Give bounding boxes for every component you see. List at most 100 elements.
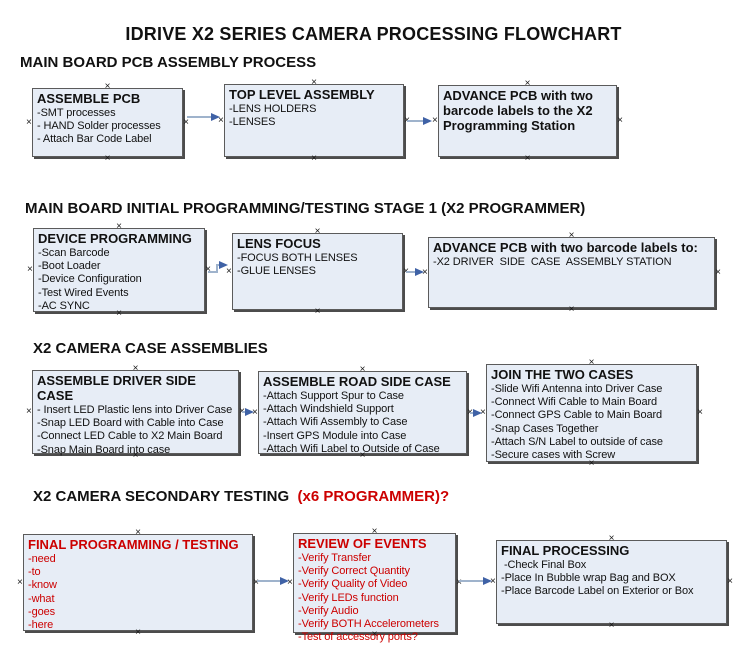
x-cross-icon [372, 630, 378, 640]
box-lens-focus: LENS FOCUS -FOCUS BOTH LENSES-GLUE LENSE… [232, 233, 403, 310]
box-advance-pcb-driver-side-station: ADVANCE PCB with two barcode labels to: … [428, 237, 715, 308]
x-cross-icon [239, 407, 245, 417]
x-cross-icon [480, 408, 486, 418]
x-cross-icon [287, 578, 293, 588]
box-title: ASSEMBLE ROAD SIDE CASE [263, 374, 451, 389]
box-line: -Verify BOTH Accelerometers [298, 618, 439, 631]
box-title: ASSEMBLE DRIVER SIDE CASE [37, 373, 196, 403]
box-line: -to [28, 566, 41, 579]
x-cross-icon [609, 534, 615, 544]
box-line: -here [28, 619, 54, 632]
box-line: -Attach Wifi Label to Outside of Case [263, 442, 440, 455]
box-title: FINAL PROGRAMMING / TESTING [28, 537, 239, 552]
x-cross-icon [422, 268, 428, 278]
x-cross-icon [116, 309, 122, 319]
box-lines: -need-to-know-what-goes-here [28, 553, 249, 632]
box-device-programming: DEVICE PROGRAMMING -Scan Barcode-Boot Lo… [33, 228, 205, 312]
x-cross-icon [311, 78, 317, 88]
section-heading-case-assemblies: X2 CAMERA CASE ASSEMBLIES [33, 340, 268, 357]
x-cross-icon [715, 268, 721, 278]
box-top-level-assembly: TOP LEVEL ASSEMBLY -LENS HOLDERS-LENSES [224, 84, 404, 157]
box-line: -Attach S/N Label to outside of case [491, 435, 663, 448]
x-cross-icon [133, 364, 139, 374]
x-cross-icon [135, 628, 141, 638]
section-heading-secondary-testing-black: X2 CAMERA SECONDARY TESTING [33, 488, 294, 505]
x-cross-icon [697, 408, 703, 418]
box-line: -Connect LED Cable to X2 Main Board [37, 430, 223, 443]
box-line: -X2 DRIVER SIDE CASE ASSEMBLY STATION [433, 256, 672, 268]
box-line: -Place Barcode Label on Exterior or Box [501, 585, 694, 598]
x-cross-icon [589, 358, 595, 368]
x-cross-icon [432, 116, 438, 126]
x-cross-icon [135, 528, 141, 538]
box-title: ADVANCE PCB with two barcode labels to t… [443, 88, 593, 133]
box-line: -Verify Correct Quantity [298, 565, 410, 578]
box-join-the-two-cases: JOIN THE TWO CASES -Slide Wifi Antenna i… [486, 364, 697, 462]
box-lines: -Scan Barcode-Boot Loader-Device Configu… [38, 247, 201, 313]
box-line: -Verify Quality of Video [298, 578, 408, 591]
x-cross-icon [315, 227, 321, 237]
box-line: -Attach Wifi Assembly to Case [263, 416, 408, 429]
box-line: -AC SYNC [38, 299, 90, 312]
box-title: DEVICE PROGRAMMING [38, 231, 192, 246]
box-line: -Place In Bubble wrap Bag and BOX [501, 572, 676, 585]
x-cross-icon [490, 577, 496, 587]
box-line: -FOCUS BOTH LENSES [237, 252, 358, 264]
box-title: ADVANCE PCB with two barcode labels to: [433, 240, 698, 255]
x-cross-icon [133, 451, 139, 461]
box-lines: -X2 DRIVER SIDE CASE ASSEMBLY STATION [433, 256, 711, 269]
x-cross-icon [609, 621, 615, 631]
x-cross-icon [589, 459, 595, 469]
x-cross-icon [17, 578, 23, 588]
box-title: LENS FOCUS [237, 236, 321, 251]
box-line: -SMT processes [37, 107, 116, 119]
box-line: - Attach Bar Code Label [37, 133, 152, 146]
x-cross-icon [360, 365, 366, 375]
x-cross-icon [105, 82, 111, 92]
section-heading-secondary-testing-red: (x6 PROGRAMMER)? [293, 488, 450, 505]
x-cross-icon [360, 451, 366, 461]
box-line: -Test of accessory ports? [298, 631, 418, 644]
box-line: -Boot Loader [38, 260, 101, 273]
box-review-of-events: REVIEW OF EVENTS -Verify Transfer-Verify… [293, 533, 456, 643]
box-line: -Connect GPS Cable to Main Board [491, 409, 663, 422]
x-cross-icon [617, 116, 623, 126]
x-cross-icon [105, 154, 111, 164]
x-cross-icon [372, 527, 378, 537]
section-heading-secondary-testing: X2 CAMERA SECONDARY TESTING (x6 PROGRAMM… [33, 488, 449, 505]
box-line: -Test Wired Events [38, 286, 129, 299]
box-line: - HAND Solder processes [37, 120, 161, 133]
x-cross-icon [183, 118, 189, 128]
box-lines: -Check Final Box-Place In Bubble wrap Ba… [501, 559, 723, 599]
box-title: TOP LEVEL ASSEMBLY [229, 87, 375, 102]
box-line: -Snap LED Board with Cable into Case [37, 417, 224, 430]
section-heading-initial-programming: MAIN BOARD INITIAL PROGRAMMING/TESTING S… [25, 200, 586, 217]
box-lines: -FOCUS BOTH LENSES-GLUE LENSES [237, 252, 399, 278]
box-lines: -LENS HOLDERS-LENSES [229, 103, 400, 129]
x-cross-icon [315, 307, 321, 317]
x-cross-icon [226, 267, 232, 277]
x-cross-icon [26, 407, 32, 417]
box-line: -what [28, 592, 55, 605]
x-cross-icon [311, 154, 317, 164]
box-title: JOIN THE TWO CASES [491, 367, 634, 382]
x-cross-icon [218, 116, 224, 126]
box-line: -Slide Wifi Antenna into Driver Case [491, 383, 663, 395]
box-lines: -Attach Support Spur to Case-Attach Wind… [263, 390, 463, 456]
x-cross-icon [456, 578, 462, 588]
x-cross-icon [569, 231, 575, 241]
x-cross-icon [205, 265, 211, 275]
box-line: -goes [28, 605, 56, 618]
box-assemble-driver-side-case: ASSEMBLE DRIVER SIDE CASE - Insert LED P… [32, 370, 239, 456]
box-line: -know [28, 579, 57, 592]
x-cross-icon [116, 222, 122, 232]
box-final-processing: FINAL PROCESSING -Check Final Box-Place … [496, 540, 727, 624]
box-title: ASSEMBLE PCB [37, 91, 141, 106]
section-heading-pcb-assembly: MAIN BOARD PCB ASSEMBLY PROCESS [20, 54, 317, 71]
x-cross-icon [467, 408, 473, 418]
x-cross-icon [569, 305, 575, 315]
box-line: - Insert LED Plastic lens into Driver Ca… [37, 404, 233, 416]
box-line: -Attach Windshield Support [263, 403, 394, 416]
x-cross-icon [403, 267, 409, 277]
box-line: -Scan Barcode [38, 247, 110, 259]
